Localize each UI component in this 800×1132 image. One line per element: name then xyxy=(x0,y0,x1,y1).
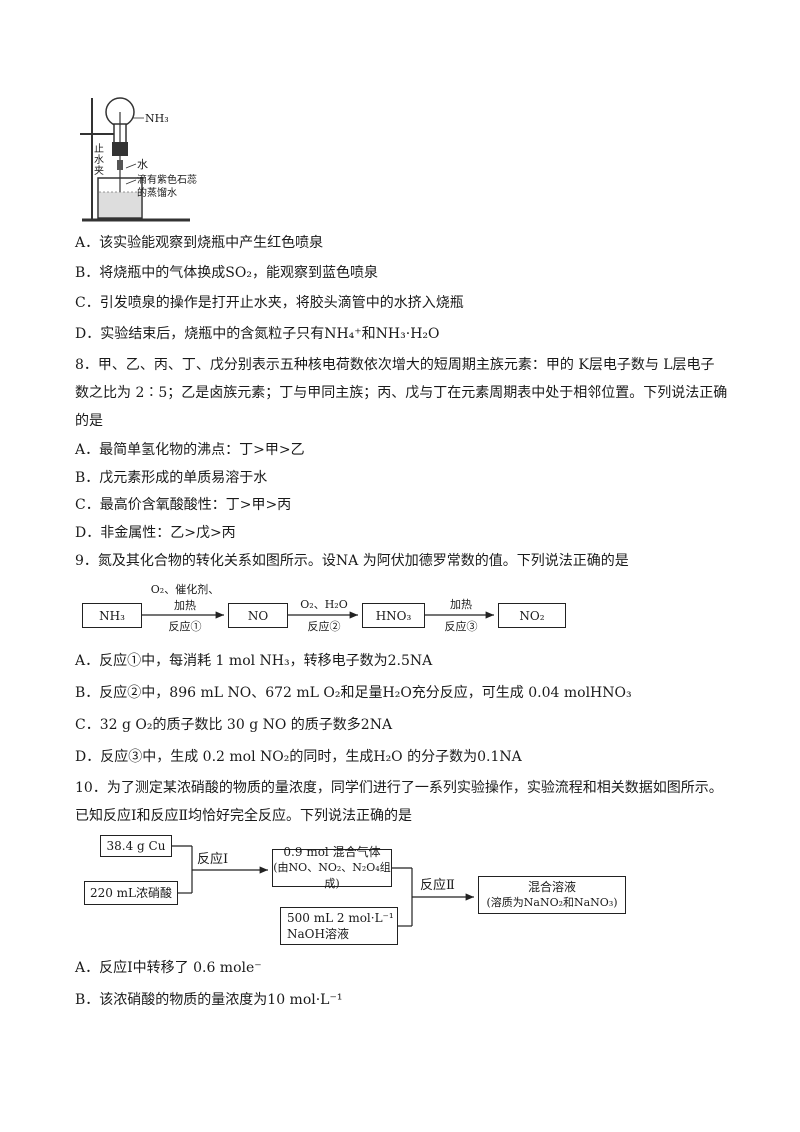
fountain-apparatus-figure: NH₃ 止水夹 水 滴有紫色石蕊的蒸馏水 xyxy=(80,96,230,226)
mixed-gas-line2: (由NO、NO₂、N₂O₄组成) xyxy=(273,861,391,890)
reaction1-heat: 加热 xyxy=(174,599,196,612)
q8-option-d: D．非金属性：乙>戊>丙 xyxy=(75,525,236,541)
q8-option-a: A．最简单氢化物的沸点：丁>甲>乙 xyxy=(75,442,305,458)
q7-option-b: B．将烧瓶中的气体换成SO₂，能观察到蓝色喷泉 xyxy=(75,265,378,281)
water-label: 水 xyxy=(137,158,148,171)
q10-flow-lines xyxy=(172,845,474,927)
q9-flow-arrows xyxy=(142,611,494,619)
q7-option-d: D．实验结束后，烧瓶中的含氮粒子只有NH₄⁺和NH₃·H₂O xyxy=(75,326,440,342)
mixed-solution-line2: (溶质为NaNO₂和NaNO₃) xyxy=(486,896,618,909)
q8-option-b: B．戊元素形成的单质易溶于水 xyxy=(75,470,268,486)
q9-option-c: C．32 g O₂的质子数比 30 g NO 的质子数多2NA xyxy=(75,717,393,733)
mixed-solution-line1: 混合溶液 xyxy=(527,880,576,894)
mixed-gas-line1: 0.9 mol 混合气体 xyxy=(283,845,381,859)
q9-stem: 9．氮及其化合物的转化关系如图所示。设NA 为阿伏加德罗常数的值。下列说法正确的… xyxy=(75,553,629,569)
reaction2-condition: O₂、H₂O xyxy=(300,598,348,611)
mixed-solution-box: 混合溶液 (溶质为NaNO₂和NaNO₃) xyxy=(478,876,626,914)
q10-option-a: A．反应Ⅰ中转移了 0.6 mole⁻ xyxy=(75,960,262,976)
flow-box-no2: NO₂ xyxy=(498,603,566,628)
q8-stem-line1: 8．甲、乙、丙、丁、戊分别表示五种核电荷数依次增大的短周期主族元素：甲的 K层电… xyxy=(75,357,715,373)
naoh-box: 500 mL 2 mol·L⁻¹ NaOH溶液 xyxy=(280,907,398,945)
reaction2-label: 反应② xyxy=(307,620,341,633)
q8-stem-line2: 数之比为 2∶5；乙是卤族元素；丁与甲同主族；丙、戊与丁在元素周期表中处于相邻位… xyxy=(75,385,728,401)
q7-option-a: A．该实验能观察到烧瓶中产生红色喷泉 xyxy=(75,235,324,251)
q8-stem-line3: 的是 xyxy=(75,413,103,429)
flow-box-nh3: NH₃ xyxy=(82,603,142,628)
reaction-i-label: 反应Ⅰ xyxy=(197,852,229,867)
nh3-label: NH₃ xyxy=(145,112,169,125)
solution-label: 滴有紫色石蕊的蒸馏水 xyxy=(137,175,197,199)
reaction1-label: 反应① xyxy=(168,620,202,633)
q8-option-c: C．最高价含氧酸酸性：丁>甲>丙 xyxy=(75,497,292,513)
reaction3-condition: 加热 xyxy=(450,598,472,611)
flow-box-no: NO xyxy=(228,603,288,628)
apparatus-drawing xyxy=(80,97,190,222)
q7-option-c: C．引发喷泉的操作是打开止水夹，将胶头滴管中的水挤入烧瓶 xyxy=(75,295,464,311)
reaction-ii-label: 反应Ⅱ xyxy=(420,878,455,893)
naoh-line1: 500 mL 2 mol·L⁻¹ xyxy=(287,911,394,925)
copper-box: 38.4 g Cu xyxy=(100,835,172,857)
mixed-gas-box: 0.9 mol 混合气体 (由NO、NO₂、N₂O₄组成) xyxy=(272,845,392,890)
q10-stem-line1: 10．为了测定某浓硝酸的物质的量浓度，同学们进行了一系列实验操作，实验流程和相关… xyxy=(75,780,723,796)
q9-option-a: A．反应①中，每消耗 1 mol NH₃，转移电子数为2.5NA xyxy=(75,653,433,669)
q9-option-d: D．反应③中，生成 0.2 mol NO₂的同时，生成H₂O 的分子数为0.1N… xyxy=(75,749,522,765)
q9-option-b: B．反应②中，896 mL NO、672 mL O₂和足量H₂O充分反应，可生成… xyxy=(75,685,632,701)
reaction1-condition: O₂、催化剂、 xyxy=(150,583,220,596)
reaction3-label: 反应③ xyxy=(444,620,478,633)
clamp-label: 止水夹 xyxy=(94,144,104,177)
q10-stem-line2: 已知反应Ⅰ和反应Ⅱ均恰好完全反应。下列说法正确的是 xyxy=(75,808,413,824)
flow-box-hno3: HNO₃ xyxy=(362,603,425,628)
naoh-line2: NaOH溶液 xyxy=(287,927,349,941)
nitric-acid-box: 220 mL浓硝酸 xyxy=(84,881,178,905)
q10-option-b: B．该浓硝酸的物质的量浓度为10 mol·L⁻¹ xyxy=(75,992,343,1008)
